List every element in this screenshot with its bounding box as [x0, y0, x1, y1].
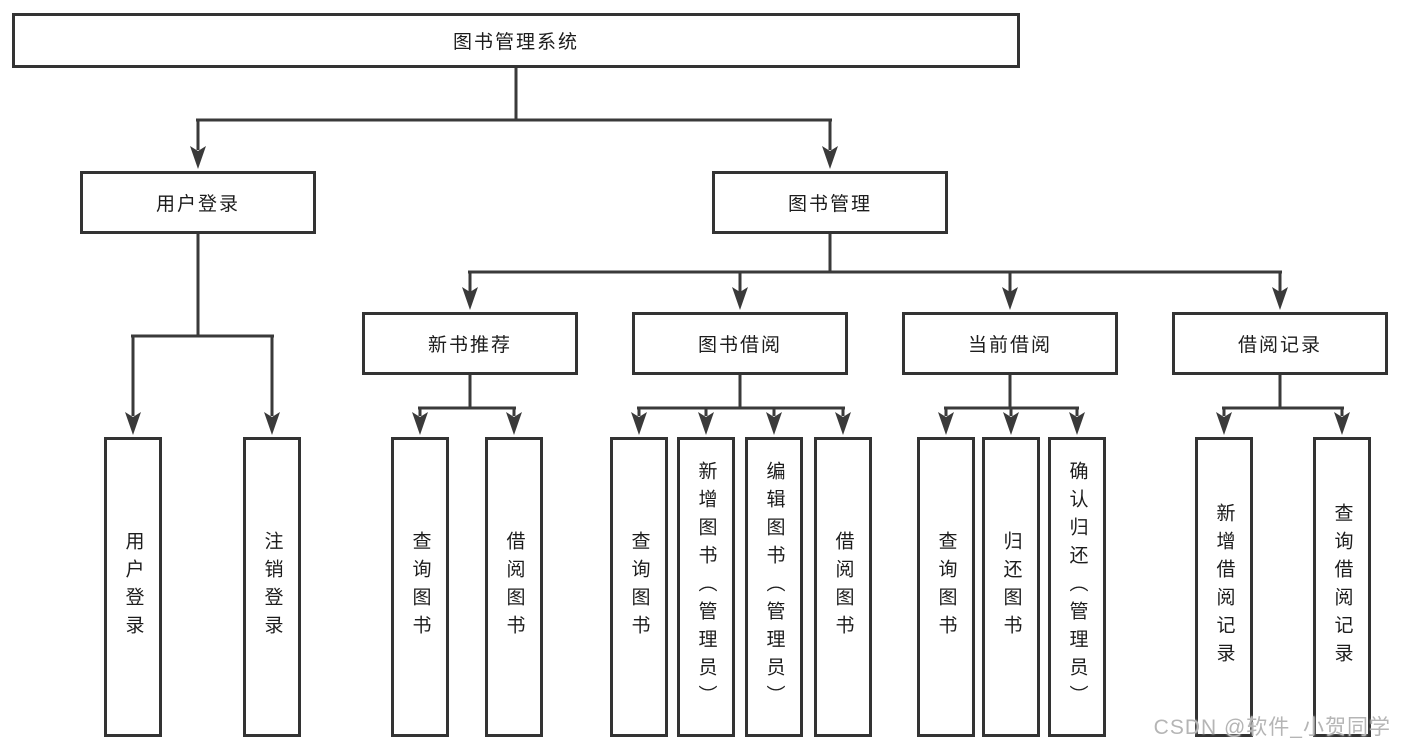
node-user-login-label: 用户登录 — [155, 194, 240, 215]
leaf-confirm-return-admin: 确认归还（管理员） — [1048, 437, 1106, 737]
leaf-add-borrow-record: 新增借阅记录 — [1195, 437, 1253, 737]
node-borrowing-records-label: 借阅记录 — [1237, 335, 1322, 356]
leaf-borrowing-query-book: 查询图书 — [610, 437, 668, 737]
csdn-watermark: CSDN @软件_小贺同学 — [1153, 716, 1391, 739]
leaf-return-book-label: 归还图书 — [1000, 531, 1022, 643]
node-book-borrowing-label: 图书借阅 — [697, 335, 782, 356]
leaf-add-book-admin: 新增图书（管理员） — [677, 437, 735, 737]
leaf-user-login-label: 用户登录 — [122, 531, 144, 643]
node-book-management-label: 图书管理 — [787, 194, 872, 215]
leaf-recommend-query-book-label: 查询图书 — [409, 531, 431, 643]
node-new-book-recommend-label: 新书推荐 — [427, 335, 512, 356]
node-current-borrowing-label: 当前借阅 — [967, 335, 1052, 356]
node-current-borrowing: 当前借阅 — [902, 312, 1118, 375]
node-borrowing-records: 借阅记录 — [1172, 312, 1388, 375]
node-root-label: 图书管理系统 — [452, 32, 579, 53]
leaf-borrowing-query-book-label: 查询图书 — [628, 531, 650, 643]
node-user-login: 用户登录 — [80, 171, 316, 234]
leaf-borrowing-borrow-book: 借阅图书 — [814, 437, 872, 737]
leaf-borrowing-borrow-book-label: 借阅图书 — [832, 531, 854, 643]
node-new-book-recommend: 新书推荐 — [362, 312, 578, 375]
leaf-recommend-query-book: 查询图书 — [391, 437, 449, 737]
leaf-add-borrow-record-label: 新增借阅记录 — [1213, 503, 1235, 671]
leaf-edit-book-admin-label: 编辑图书（管理员） — [763, 461, 785, 713]
leaf-query-borrow-record-label: 查询借阅记录 — [1331, 503, 1353, 671]
node-book-management: 图书管理 — [712, 171, 948, 234]
leaf-recommend-borrow-book: 借阅图书 — [485, 437, 543, 737]
leaf-user-login: 用户登录 — [104, 437, 162, 737]
leaf-confirm-return-admin-label: 确认归还（管理员） — [1066, 461, 1088, 713]
leaf-current-query-book: 查询图书 — [917, 437, 975, 737]
node-root: 图书管理系统 — [12, 13, 1020, 68]
leaf-recommend-borrow-book-label: 借阅图书 — [503, 531, 525, 643]
leaf-logout-label: 注销登录 — [261, 531, 283, 643]
leaf-return-book: 归还图书 — [982, 437, 1040, 737]
leaf-logout: 注销登录 — [243, 437, 301, 737]
leaf-current-query-book-label: 查询图书 — [935, 531, 957, 643]
node-book-borrowing: 图书借阅 — [632, 312, 848, 375]
leaf-add-book-admin-label: 新增图书（管理员） — [695, 461, 717, 713]
leaf-query-borrow-record: 查询借阅记录 — [1313, 437, 1371, 737]
leaf-edit-book-admin: 编辑图书（管理员） — [745, 437, 803, 737]
